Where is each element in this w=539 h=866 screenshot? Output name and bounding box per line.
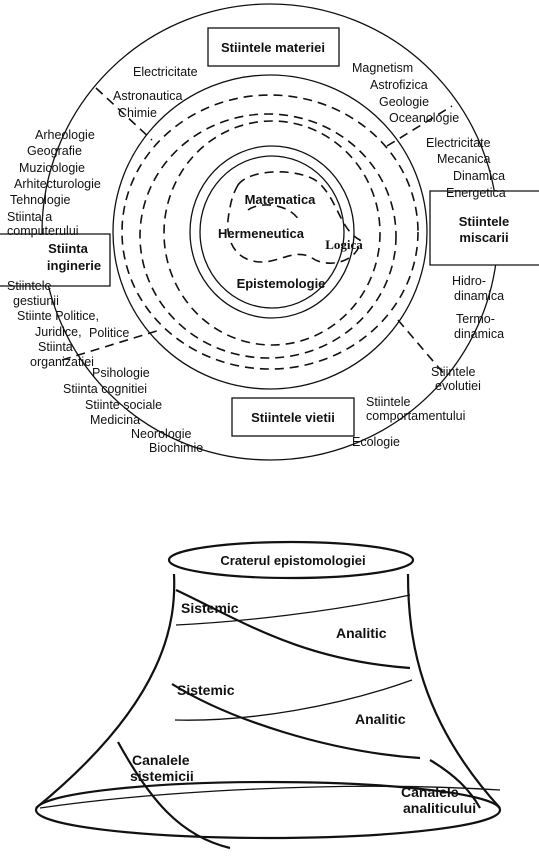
core-logica: Logica	[325, 237, 363, 252]
dashed-ring-1	[121, 94, 419, 370]
label-stiintele-gestiunii-1: Stiintele	[7, 279, 52, 293]
channel-3	[117, 741, 231, 850]
crater-left-side	[35, 573, 176, 809]
label-astrofizica: Astrofizica	[370, 78, 428, 92]
label-arheologie: Arheologie	[35, 128, 95, 142]
core-matematica: Matematica	[245, 192, 317, 207]
crater-base	[34, 780, 502, 840]
label-stiintele-evolutiei-2: evolutiei	[435, 379, 481, 393]
label-ecologie: Ecologie	[352, 435, 400, 449]
separator-sw	[61, 329, 161, 361]
label-sistemic-1: Sistemic	[181, 600, 239, 616]
title-stiintele-materiei: Stiintele materiei	[221, 40, 325, 55]
box-stiintele-materiei	[207, 27, 340, 67]
label-electricitate-2: Electricitate	[426, 136, 491, 150]
dashed-ring-3	[163, 120, 381, 346]
middle-circle	[112, 74, 428, 390]
title-stiinta-ingineriei-1: Stiinta	[48, 241, 88, 256]
title-stiintele-vietii: Stiintele vietii	[251, 410, 335, 425]
label-stiinte-politice: Stiinte Politice,	[17, 309, 99, 323]
label-stiinte-sociale: Stiinte sociale	[85, 398, 162, 412]
label-hidro-dinamica: dinamica	[454, 289, 504, 303]
label-stiinta-a: Stiinta a	[7, 210, 52, 224]
label-canalele-sistemicii-2: sistemicii	[130, 768, 194, 784]
label-termo-dinamica: dinamica	[454, 327, 504, 341]
contour-2	[174, 679, 413, 721]
label-canalele-analiticului-2: analiticului	[403, 800, 476, 816]
contour-3	[39, 785, 501, 809]
label-stiinta-cognitiei: Stiinta cognitiei	[63, 382, 147, 396]
channel-4	[429, 759, 481, 809]
box-stiintele-miscarii	[429, 190, 539, 266]
channel-1	[175, 589, 411, 670]
label-analitic-2: Analitic	[355, 711, 406, 727]
label-stiintele-comportamentului-2: comportamentului	[366, 409, 465, 423]
label-craterul-epistomologiei: Craterul epistomologiei	[220, 553, 365, 568]
knowledge-circle-diagram: Stiintele materiei Stiintele vietii Stii…	[0, 3, 539, 461]
core-blob	[227, 171, 361, 264]
channel-2	[171, 683, 421, 760]
label-medicina: Medicina	[90, 413, 140, 427]
inner-circle-2	[199, 155, 345, 309]
separator-ne	[386, 105, 453, 147]
title-stiinta-ingineriei-2: inginerie	[47, 258, 101, 273]
crater-top	[167, 540, 415, 580]
label-muzicologie: Muzicologie	[19, 161, 85, 175]
label-neorologie: Neorologie	[131, 427, 192, 441]
label-stiinta: Stiinta	[38, 340, 73, 354]
label-canalele-sistemicii-1: Canalele	[132, 752, 190, 768]
separator-se	[397, 319, 446, 376]
core-epistemologie: Epistemologie	[237, 276, 326, 291]
crater-right-side	[406, 573, 501, 809]
label-politice: Politice	[89, 326, 129, 340]
label-arhitecturologie: Arhitecturologie	[14, 177, 101, 191]
label-sistemic-2: Sistemic	[177, 682, 235, 698]
label-mecanica: Mecanica	[437, 152, 491, 166]
label-chimie: Chimie	[118, 106, 157, 120]
label-psihologie: Psihologie	[92, 366, 150, 380]
label-electricitate-1: Electricitate	[133, 65, 198, 79]
label-energetica: Energetica	[446, 186, 506, 200]
label-biochimie: Biochimie	[149, 441, 203, 455]
separator-nw	[95, 87, 153, 141]
label-stiintele-evolutiei-1: Stiintele	[431, 365, 476, 379]
title-stiintele-miscarii-2: miscarii	[459, 230, 508, 245]
label-oceanologie: Oceanologie	[389, 111, 459, 125]
label-stiintele-gestiunii-2: gestiunii	[13, 294, 59, 308]
dashed-ring-2	[139, 113, 397, 359]
label-computerului: computerului	[7, 224, 79, 238]
box-stiinta-ingineriei	[0, 233, 111, 287]
label-tehnologie: Tehnologie	[10, 193, 71, 207]
label-canalele-analiticului-1: Canalele	[401, 784, 459, 800]
label-dinamica: Dinamica	[453, 169, 505, 183]
inner-circle-1	[189, 145, 355, 319]
title-stiintele-miscarii-1: Stiintele	[459, 214, 510, 229]
label-juridice: Juridice,	[35, 325, 82, 339]
label-geografie: Geografie	[27, 144, 82, 158]
label-geologie: Geologie	[379, 95, 429, 109]
box-stiintele-vietii	[231, 397, 355, 437]
label-astronautica: Astronautica	[113, 89, 183, 103]
contour-1	[175, 594, 411, 626]
core-inner-dash	[247, 204, 301, 223]
core-hermeneutica: Hermeneutica	[218, 226, 305, 241]
label-hidro: Hidro-	[452, 274, 486, 288]
label-stiintele-comportamentului-1: Stiintele	[366, 395, 411, 409]
label-organizatiei: organizatiei	[30, 355, 94, 369]
label-analitic-1: Analitic	[336, 625, 387, 641]
crater-diagram: Craterul epistomologiei Sistemic Analiti…	[34, 540, 502, 850]
label-magnetism: Magnetism	[352, 61, 413, 75]
label-termo: Termo-	[456, 312, 495, 326]
